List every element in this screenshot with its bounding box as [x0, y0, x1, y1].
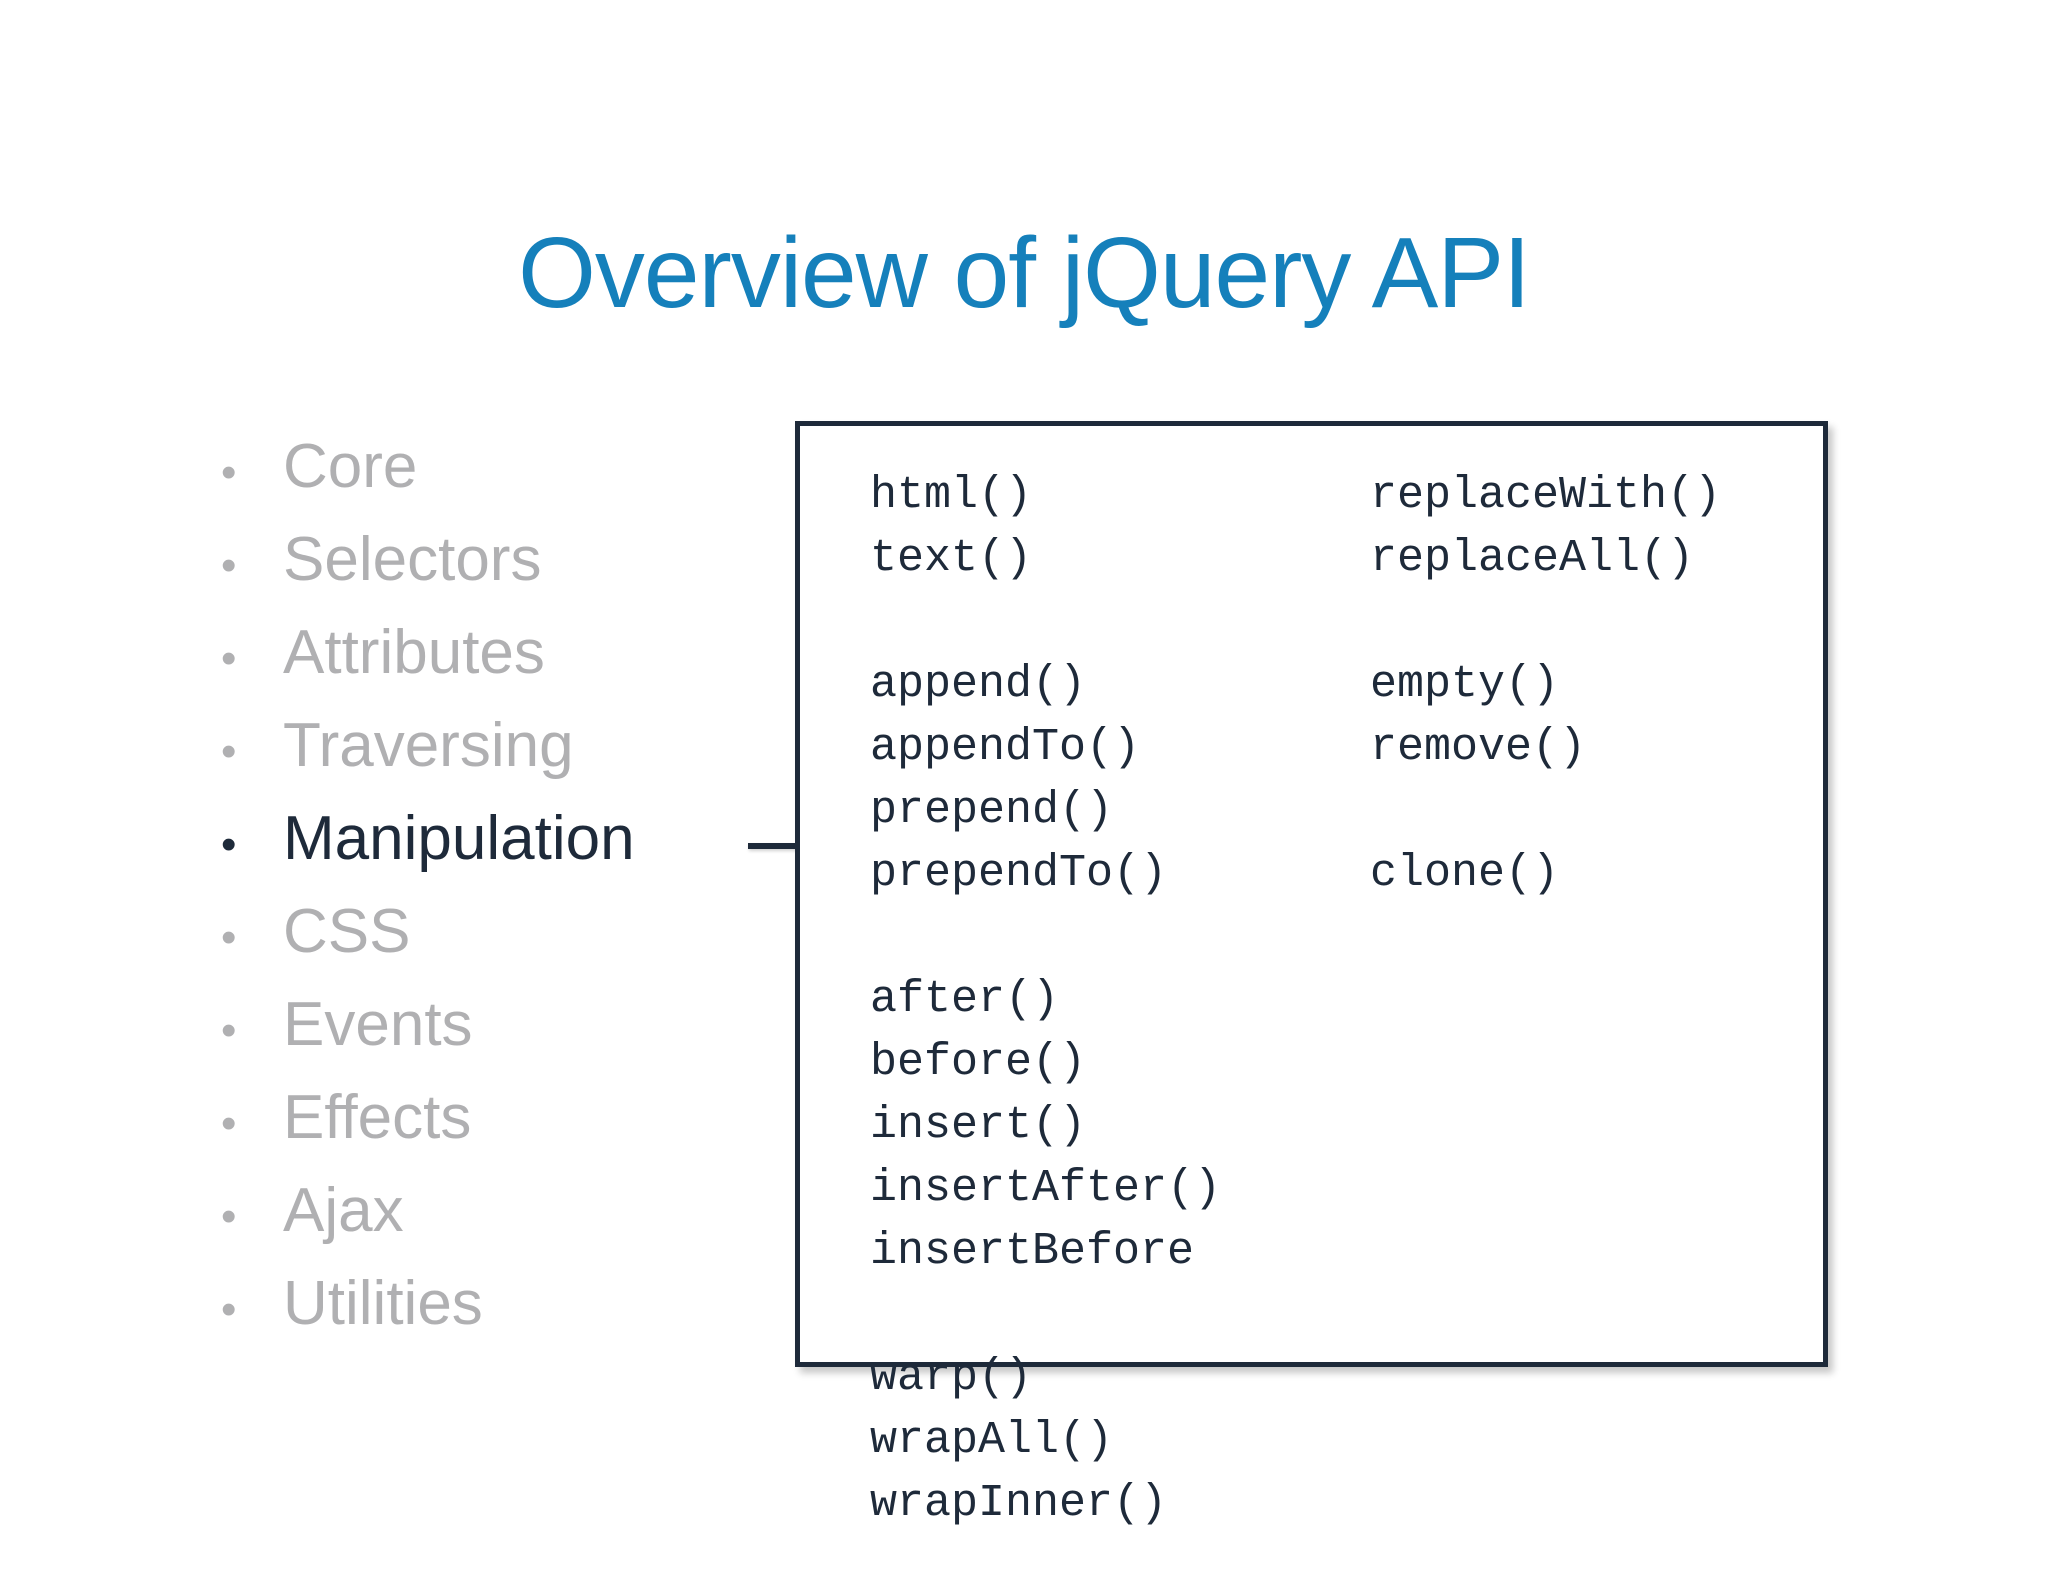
topic-item-traversing[interactable]: • Traversing — [215, 699, 775, 792]
code-line: prependTo() — [870, 848, 1168, 899]
page-title: Overview of jQuery API — [518, 217, 1531, 329]
bullet-icon: • — [221, 448, 237, 497]
bullet-icon: • — [221, 727, 237, 776]
code-line: insertAfter() — [870, 1163, 1222, 1214]
code-line: replaceWith() — [1370, 470, 1722, 521]
topic-item-core[interactable]: • Core — [215, 420, 775, 513]
code-line: insert() — [870, 1100, 1087, 1151]
code-line: clone() — [1370, 848, 1560, 899]
code-line: append() — [870, 659, 1087, 710]
topic-label: Events — [283, 990, 473, 1059]
code-column-left: html() text() append() appendTo() prepen… — [870, 464, 1370, 1535]
bullet-icon: • — [221, 913, 237, 962]
code-line: replaceAll() — [1370, 533, 1695, 584]
code-line: wrapAll() — [870, 1415, 1114, 1466]
topic-item-manipulation[interactable]: • Manipulation — [215, 792, 775, 885]
code-line: text() — [870, 533, 1033, 584]
bullet-icon: • — [221, 634, 237, 683]
code-line-spacer — [870, 1283, 1370, 1346]
topic-item-ajax[interactable]: • Ajax — [215, 1164, 775, 1257]
bullet-icon: • — [221, 1006, 237, 1055]
topic-item-events[interactable]: • Events — [215, 978, 775, 1071]
code-line: prepend() — [870, 785, 1114, 836]
topic-list: • Core • Selectors • Attributes • Traver… — [215, 420, 775, 1350]
topic-label: CSS — [283, 897, 411, 966]
bullet-icon: • — [221, 1285, 237, 1334]
bullet-icon: • — [221, 1099, 237, 1148]
topic-label: Manipulation — [283, 804, 635, 873]
bullet-icon: • — [221, 820, 237, 869]
topic-label: Utilities — [283, 1269, 483, 1338]
code-line-spacer — [870, 590, 1370, 653]
code-columns: html() text() append() appendTo() prepen… — [870, 464, 1790, 1535]
topic-item-utilities[interactable]: • Utilities — [215, 1257, 775, 1350]
code-line-spacer — [1370, 779, 1790, 842]
code-line: empty() — [1370, 659, 1560, 710]
code-line: insertBefore — [870, 1226, 1195, 1277]
topic-item-effects[interactable]: • Effects — [215, 1071, 775, 1164]
manipulation-api-callout-box: html() text() append() appendTo() prepen… — [795, 421, 1828, 1529]
code-line: html() — [870, 470, 1033, 521]
code-line-spacer — [870, 905, 1370, 968]
code-line: warp() — [870, 1352, 1033, 1403]
connector-line-icon — [748, 843, 806, 849]
topic-label: Ajax — [283, 1176, 404, 1245]
topic-item-selectors[interactable]: • Selectors — [215, 513, 775, 606]
code-line: appendTo() — [870, 722, 1141, 773]
code-line: wrapInner() — [870, 1478, 1168, 1529]
code-line-spacer — [1370, 590, 1790, 653]
topic-item-css[interactable]: • CSS — [215, 885, 775, 978]
topic-label: Traversing — [283, 711, 574, 780]
bullet-icon: • — [221, 1192, 237, 1241]
code-line: remove() — [1370, 722, 1587, 773]
code-line: before() — [870, 1037, 1087, 1088]
code-column-right: replaceWith() replaceAll() empty() remov… — [1370, 464, 1790, 905]
topic-label: Attributes — [283, 618, 545, 687]
topic-label: Selectors — [283, 525, 542, 594]
bullet-icon: • — [221, 541, 237, 590]
topic-label: Effects — [283, 1083, 472, 1152]
topic-label: Core — [283, 432, 418, 501]
topic-item-attributes[interactable]: • Attributes — [215, 606, 775, 699]
code-line: after() — [870, 974, 1060, 1025]
